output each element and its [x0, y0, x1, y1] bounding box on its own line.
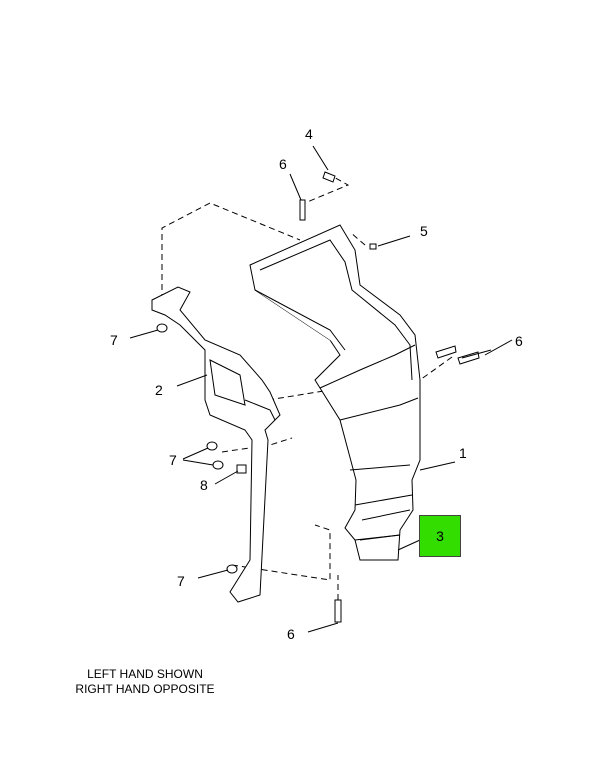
callout-5: 5	[420, 223, 428, 239]
callout-3-label: 3	[436, 528, 444, 544]
callout-7-top: 7	[110, 332, 118, 348]
callout-1: 1	[459, 445, 467, 461]
callout-2: 2	[155, 382, 163, 398]
note-line-1: LEFT HAND SHOWN	[87, 667, 203, 681]
callout-6-right: 6	[515, 333, 523, 349]
callout-3-hotspot[interactable]: 3	[419, 515, 461, 557]
callout-6-top: 6	[279, 156, 287, 172]
shield-part	[249, 224, 421, 561]
callout-8: 8	[200, 477, 208, 493]
fasteners	[156, 171, 480, 623]
callout-4: 4	[305, 126, 313, 142]
callout-7-middle: 7	[169, 452, 177, 468]
bracket-part	[151, 286, 281, 603]
callout-7-bottom: 7	[177, 573, 185, 589]
callout-6-bottom: 6	[287, 626, 295, 642]
leader-lines	[129, 145, 513, 633]
note-line-2: RIGHT HAND OPPOSITE	[75, 682, 215, 696]
orientation-note: LEFT HAND SHOWN RIGHT HAND OPPOSITE	[35, 667, 255, 697]
